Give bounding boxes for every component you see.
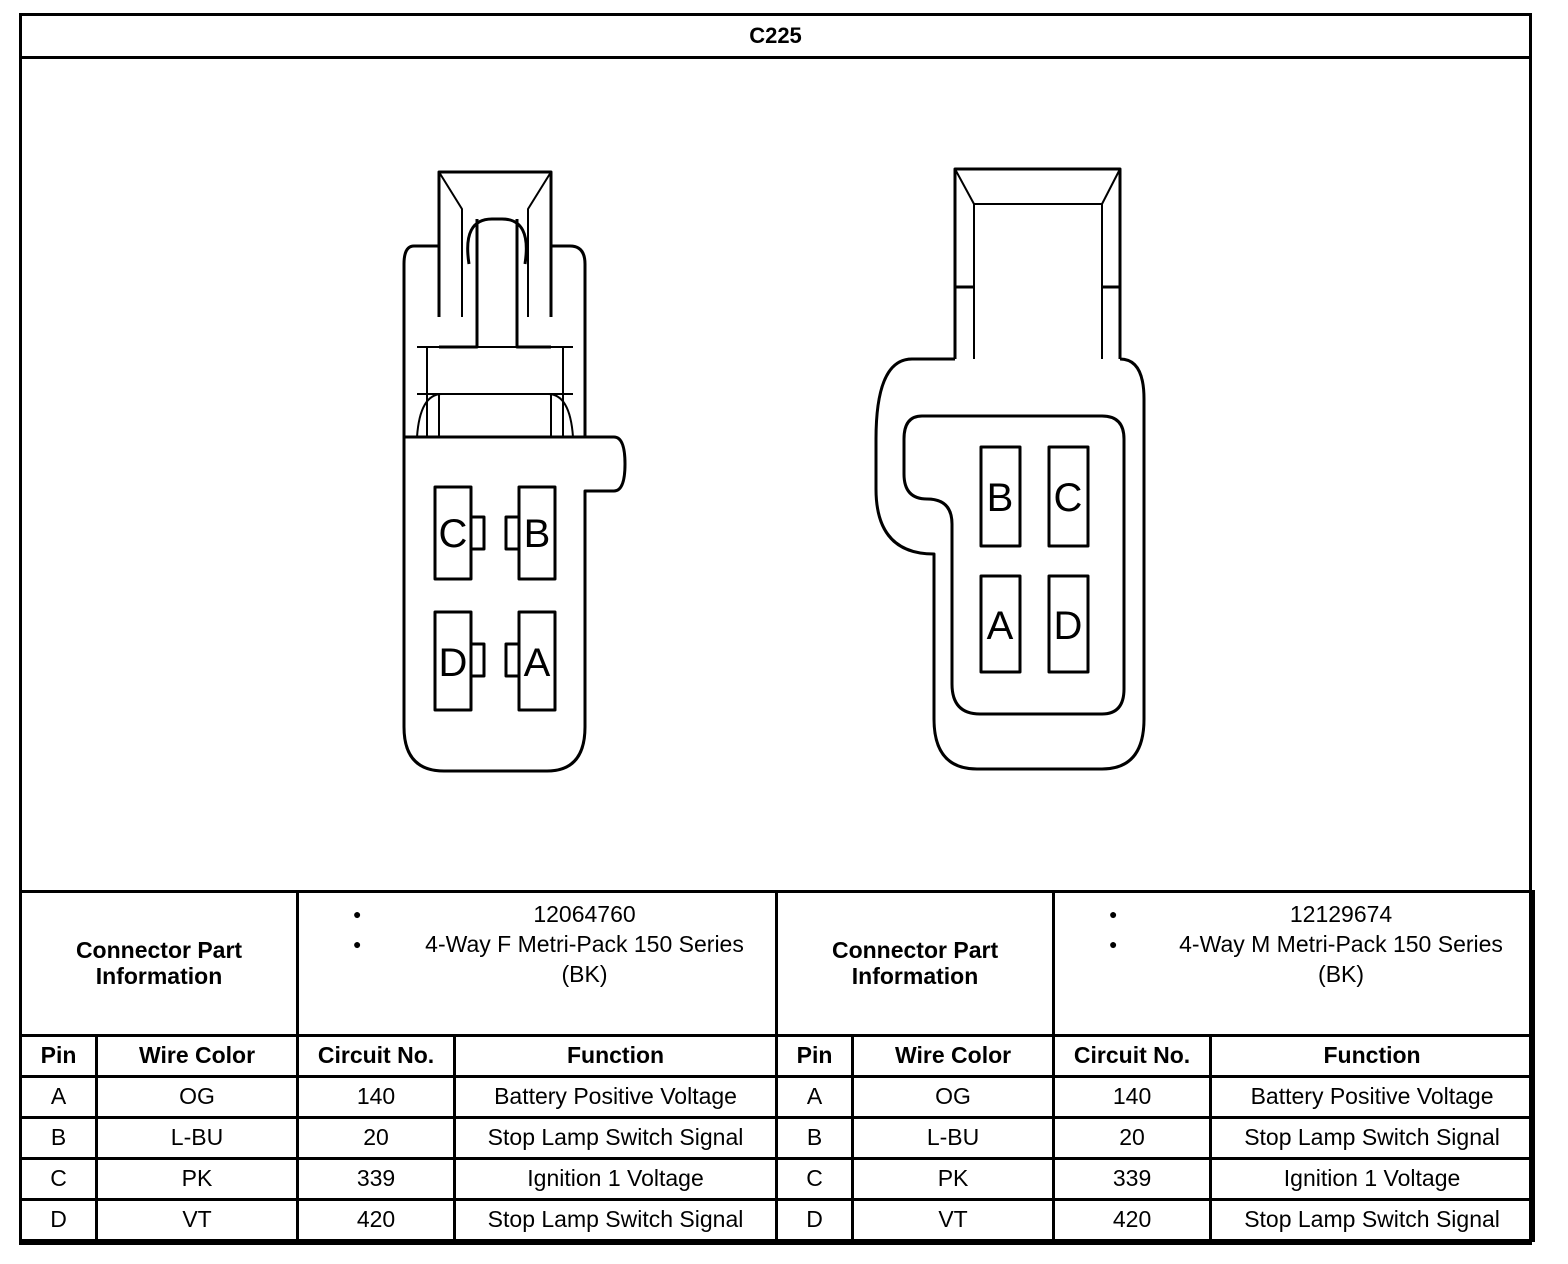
function-cell: Stop Lamp Switch Signal — [453, 1198, 779, 1242]
table-row: D VT 420 Stop Lamp Switch Signal D VT 42… — [19, 1198, 1536, 1242]
pin-cell: B — [19, 1116, 98, 1160]
connector-sheet: C225 — [18, 13, 1536, 1245]
column-header: Function — [1209, 1034, 1536, 1078]
circuit-cell: 20 — [1052, 1116, 1213, 1160]
column-header: Wire Color — [94, 1034, 300, 1078]
circuit-cell: 20 — [296, 1116, 457, 1160]
pin-cell: C — [775, 1157, 855, 1201]
circuit-cell: 420 — [296, 1198, 457, 1242]
part-info-details: 12129674 4-Way M Metri-Pack 150 Series (… — [1052, 890, 1536, 1037]
female-pin-label: B — [524, 512, 551, 556]
connector-diagram-svg: C B D A B C A D — [402, 167, 1146, 773]
part-number: 12064760 — [299, 899, 765, 929]
column-header: Circuit No. — [296, 1034, 457, 1078]
pin-cell: A — [19, 1075, 98, 1119]
male-pin-label: C — [1054, 476, 1083, 520]
wire-color-cell: PK — [94, 1157, 300, 1201]
wire-color-cell: OG — [851, 1075, 1056, 1119]
function-cell: Ignition 1 Voltage — [1209, 1157, 1536, 1201]
column-header: Wire Color — [851, 1034, 1056, 1078]
circuit-cell: 140 — [1052, 1075, 1213, 1119]
table-row: A OG 140 Battery Positive Voltage A OG 1… — [19, 1075, 1536, 1119]
male-pin-label: D — [1054, 604, 1083, 648]
wire-color-cell: L-BU — [94, 1116, 300, 1160]
table-row: C PK 339 Ignition 1 Voltage C PK 339 Ign… — [19, 1157, 1536, 1201]
part-info-details: 12064760 4-Way F Metri-Pack 150 Series (… — [296, 890, 779, 1037]
part-info-label: Connector Part Information — [775, 890, 1056, 1037]
part-info-label: Connector Part Information — [18, 890, 300, 1037]
pin-cell: D — [775, 1198, 855, 1242]
wire-color-cell: OG — [94, 1075, 300, 1119]
male-connector-drawing — [874, 167, 1146, 771]
function-cell: Stop Lamp Switch Signal — [1209, 1198, 1536, 1242]
pinout-table: Connector Part Information 12064760 4-Wa… — [18, 890, 1536, 1242]
male-pin-label: B — [987, 476, 1014, 520]
function-cell: Stop Lamp Switch Signal — [453, 1116, 779, 1160]
wire-color-cell: PK — [851, 1157, 1056, 1201]
connector-title: C225 — [22, 16, 1529, 59]
function-cell: Stop Lamp Switch Signal — [1209, 1116, 1536, 1160]
function-cell: Battery Positive Voltage — [453, 1075, 779, 1119]
column-header: Circuit No. — [1052, 1034, 1213, 1078]
function-cell: Battery Positive Voltage — [1209, 1075, 1536, 1119]
part-description: 4-Way M Metri-Pack 150 Series (BK) — [1055, 929, 1522, 989]
male-pin-label: A — [987, 604, 1014, 648]
circuit-cell: 339 — [296, 1157, 457, 1201]
part-info-row: Connector Part Information 12064760 4-Wa… — [18, 890, 1536, 1037]
female-pin-label: A — [524, 641, 551, 685]
pin-cell: D — [19, 1198, 98, 1242]
circuit-cell: 420 — [1052, 1198, 1213, 1242]
wire-color-cell: VT — [94, 1198, 300, 1242]
column-header: Function — [453, 1034, 779, 1078]
pin-cell: A — [775, 1075, 855, 1119]
female-pin-label: D — [439, 641, 468, 685]
column-header-row: Pin Wire Color Circuit No. Function Pin … — [19, 1034, 1536, 1078]
table-row: B L-BU 20 Stop Lamp Switch Signal B L-BU… — [19, 1116, 1536, 1160]
wire-color-cell: L-BU — [851, 1116, 1056, 1160]
column-header: Pin — [775, 1034, 855, 1078]
connector-drawing: C B D A B C A D — [22, 59, 1529, 891]
pin-cell: C — [19, 1157, 98, 1201]
column-header: Pin — [19, 1034, 98, 1078]
circuit-cell: 339 — [1052, 1157, 1213, 1201]
circuit-cell: 140 — [296, 1075, 457, 1119]
female-connector-drawing — [402, 170, 627, 773]
part-description: 4-Way F Metri-Pack 150 Series (BK) — [299, 929, 765, 989]
part-number: 12129674 — [1055, 899, 1522, 929]
wire-color-cell: VT — [851, 1198, 1056, 1242]
female-pin-label: C — [439, 512, 468, 556]
pin-cell: B — [775, 1116, 855, 1160]
function-cell: Ignition 1 Voltage — [453, 1157, 779, 1201]
